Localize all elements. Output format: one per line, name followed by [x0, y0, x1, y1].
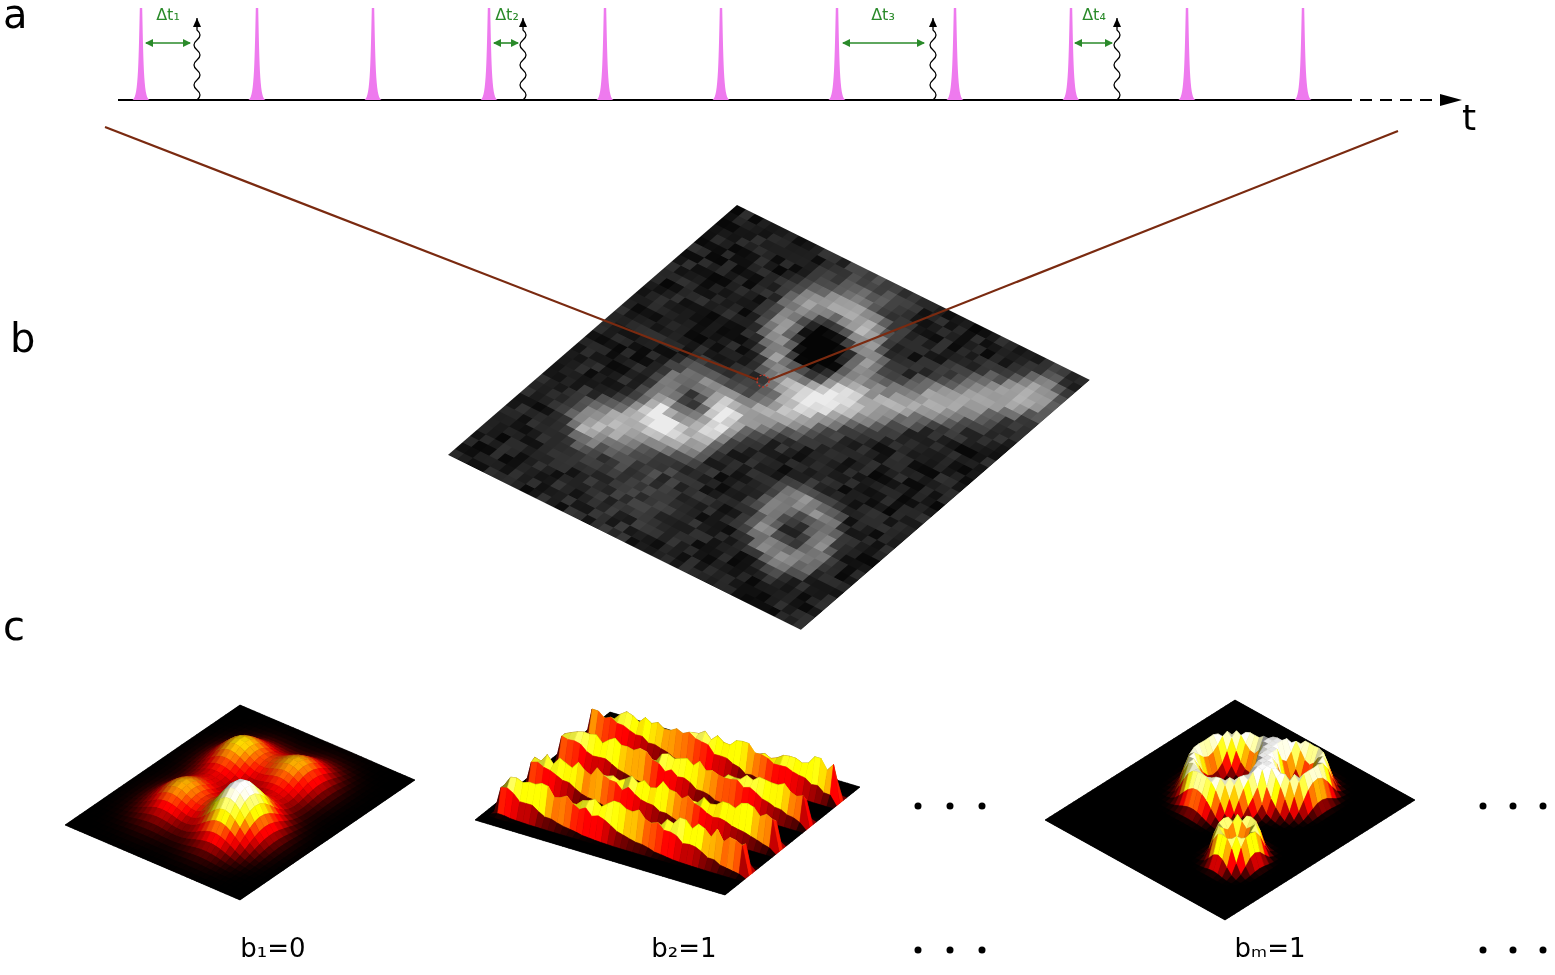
pixel-marker: [757, 375, 769, 387]
delay-arrow: [146, 42, 190, 44]
laser-pulse: [1294, 8, 1312, 100]
bit-label: b₁=0: [240, 935, 305, 961]
delay-label: Δt₃: [871, 7, 895, 23]
panel-label: b: [10, 318, 35, 358]
laser-pulse: [946, 8, 964, 100]
photon: [929, 18, 937, 100]
delay-label: Δt₂: [495, 7, 519, 23]
bit-label: bₘ=1: [1234, 935, 1305, 961]
laser-pulse: [364, 8, 382, 100]
laser-pulse: [596, 8, 614, 100]
laser-pulse: [1062, 8, 1080, 100]
laser-pulse: [828, 8, 846, 100]
zoom-line: [105, 127, 758, 380]
zoom-line: [769, 131, 1398, 380]
photon: [1113, 18, 1121, 100]
axis-arrowhead: [1440, 94, 1462, 106]
photon: [519, 18, 527, 100]
delay-arrow: [494, 42, 518, 44]
delay-label: Δt₁: [156, 7, 180, 23]
laser-pulse: [1178, 8, 1196, 100]
time-axis-dashed: [1340, 99, 1450, 101]
panel-label: a: [3, 0, 28, 34]
delay-arrow: [843, 42, 924, 44]
delay-label: Δt₄: [1082, 7, 1106, 23]
panel-label: c: [3, 606, 25, 646]
laser-pulse: [712, 8, 730, 100]
laser-pulse: [248, 8, 266, 100]
bit-label: b₂=1: [651, 935, 716, 961]
delay-arrow: [1075, 42, 1112, 44]
laser-pulse: [132, 8, 150, 100]
ellipsis-dots: [915, 803, 1547, 954]
axis-label: t: [1462, 100, 1476, 136]
photon: [193, 18, 201, 100]
